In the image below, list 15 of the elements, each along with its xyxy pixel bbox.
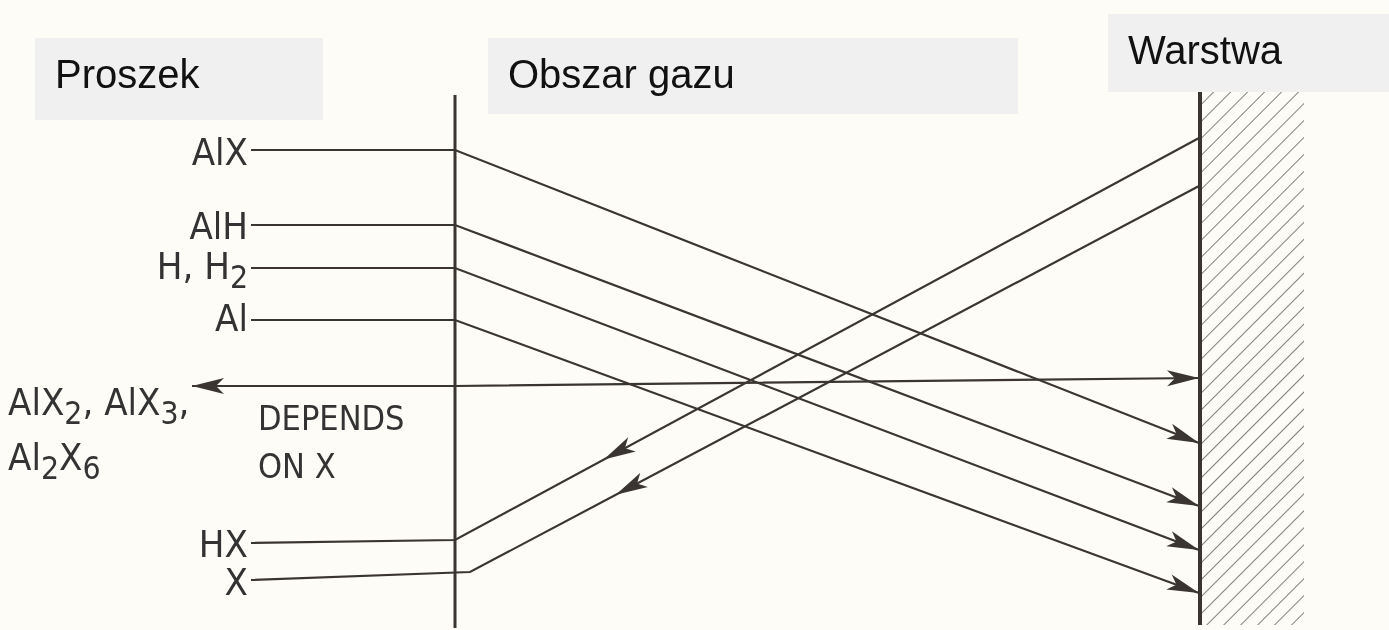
note-text: DEPENDS ON X — [258, 397, 406, 488]
arrow — [192, 370, 1199, 394]
heading-box: Warstwa — [1108, 14, 1389, 92]
species-label: Al — [100, 296, 248, 340]
arrow — [250, 185, 1200, 582]
coating-wall — [1196, 92, 1304, 625]
heading-box: Proszek — [35, 38, 323, 120]
species-label: AlX — [100, 130, 248, 174]
arrow — [251, 223, 1200, 508]
heading-box: Obszar gazu — [488, 38, 1018, 114]
arrow — [251, 318, 1200, 595]
arrow — [251, 148, 1200, 445]
species-label: AlX$_{2}$, AlX$_{3}$, Al$_{2}$X$_{6}$ — [8, 380, 258, 490]
arrow — [251, 266, 1200, 552]
arrow — [251, 137, 1200, 545]
